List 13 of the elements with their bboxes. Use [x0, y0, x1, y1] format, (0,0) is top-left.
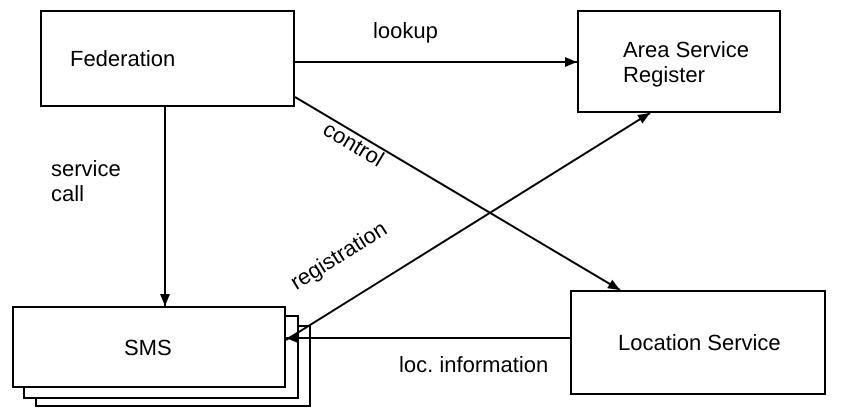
arrow: [286, 333, 570, 343]
arrow: [285, 112, 651, 341]
arrow: [294, 96, 621, 291]
node-label: SMS: [124, 334, 172, 360]
process-box: [570, 290, 826, 395]
arrow: [160, 107, 170, 306]
process-box: [40, 10, 295, 107]
node-label: Location Service: [618, 330, 781, 355]
process-box: [12, 306, 286, 388]
node-label: Federation: [70, 46, 176, 71]
arrow: [295, 57, 577, 67]
process-box: [577, 10, 781, 113]
node-label: Area Service Register: [623, 36, 750, 86]
